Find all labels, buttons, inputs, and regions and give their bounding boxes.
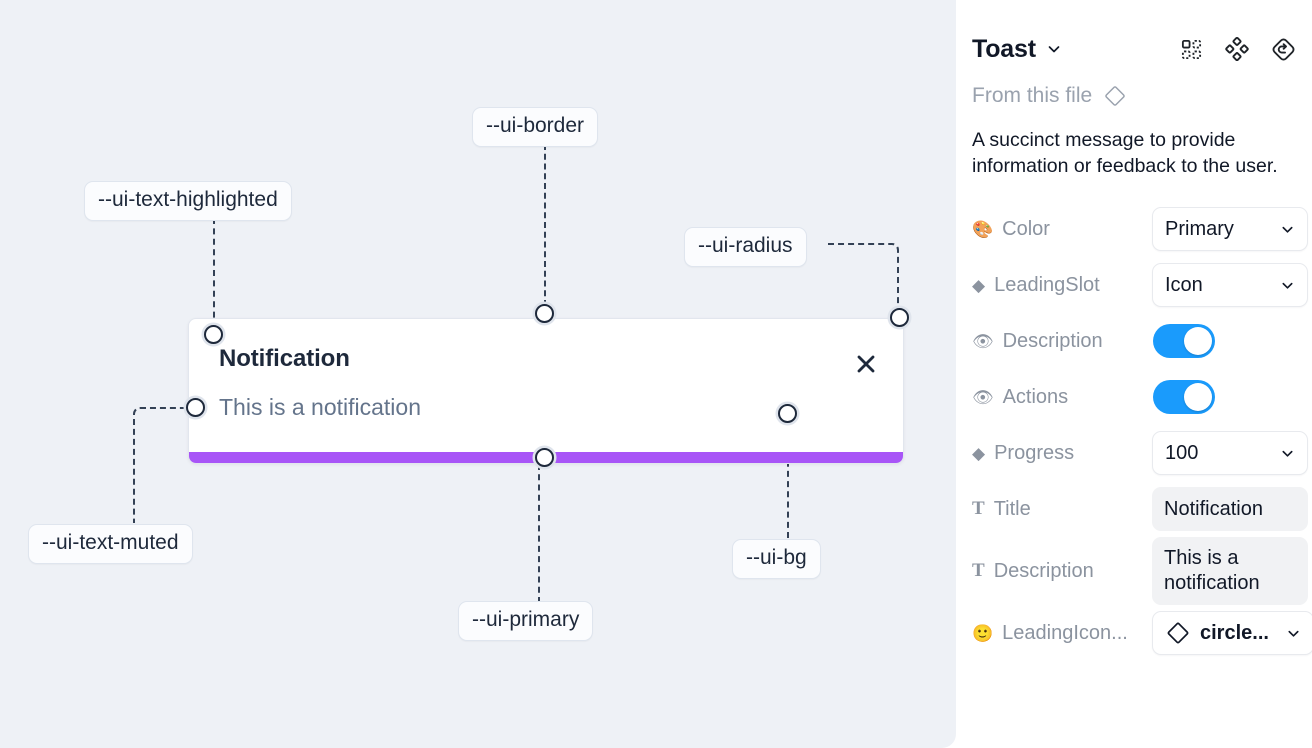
chevron-down-icon — [1280, 446, 1295, 461]
panel-header: Toast — [972, 0, 1296, 63]
property-control-leadingslot: Icon — [1152, 263, 1308, 308]
anchor-dot-radius[interactable] — [890, 308, 909, 327]
page-title: Toast — [972, 34, 1036, 63]
text-type-icon: T — [972, 498, 985, 520]
eye-emoji: 👁 — [972, 331, 994, 351]
text-type-icon: T — [972, 560, 985, 582]
toggle-knob — [1184, 327, 1212, 356]
chevron-down-icon[interactable] — [1046, 41, 1062, 57]
property-control-description-text: This is a notification — [1152, 537, 1308, 606]
property-name: Actions — [1002, 385, 1069, 408]
description-toggle[interactable] — [1153, 324, 1215, 359]
from-this-file-row[interactable]: From this file — [972, 84, 1296, 108]
property-name: Description — [1002, 329, 1103, 352]
property-label-description-text: T Description — [972, 560, 1152, 583]
close-x-icon[interactable] — [851, 349, 881, 379]
token-pill-border[interactable]: --ui-border — [472, 107, 599, 148]
connector-text-muted — [133, 407, 195, 523]
anchor-dot-text-highlighted[interactable] — [204, 325, 223, 344]
property-name: Progress — [994, 441, 1075, 464]
property-row-leadingslot: ◆ LeadingSlot Icon — [972, 257, 1308, 313]
panel-header-icons — [1180, 37, 1296, 62]
leadingicon-select[interactable]: circle... — [1152, 611, 1312, 656]
property-row-description-text: T Description This is a notification — [972, 537, 1308, 606]
connector-radius — [828, 243, 899, 311]
component-grid-icon[interactable] — [1180, 38, 1203, 61]
palette-emoji: 🎨 — [972, 219, 994, 239]
diamond-filled-icon: ◆ — [972, 443, 986, 463]
actions-toggle[interactable] — [1153, 380, 1215, 415]
property-label-color: 🎨 Color — [972, 218, 1152, 241]
property-name: Title — [993, 497, 1031, 520]
token-pill-text-highlighted[interactable]: --ui-text-highlighted — [84, 181, 292, 222]
anchor-dot-text-muted[interactable] — [186, 398, 205, 417]
color-select-value: Primary — [1165, 217, 1234, 240]
eye-emoji: 👁 — [972, 387, 994, 407]
property-control-actions-toggle — [1152, 380, 1296, 415]
properties-panel: Toast — [956, 0, 1312, 748]
color-select[interactable]: Primary — [1152, 207, 1308, 252]
title-input[interactable]: Notification — [1152, 487, 1308, 532]
chevron-down-icon — [1286, 626, 1301, 641]
chevron-down-icon — [1280, 278, 1295, 293]
connector-primary — [538, 464, 540, 603]
property-label-leadingslot: ◆ LeadingSlot — [972, 274, 1152, 297]
component-description: A succinct message to provide informatio… — [972, 129, 1278, 177]
property-name: LeadingSlot — [994, 273, 1100, 296]
toggle-knob — [1184, 383, 1212, 412]
property-row-color: 🎨 Color Primary — [972, 201, 1308, 257]
diamond-icon — [1165, 620, 1191, 646]
property-control-progress: 100 — [1152, 431, 1308, 476]
anchor-dot-border[interactable] — [535, 304, 554, 323]
property-control-description-toggle — [1152, 324, 1296, 359]
property-control-color: Primary — [1152, 207, 1308, 252]
toast-description: This is a notification — [219, 394, 421, 420]
token-pill-radius[interactable]: --ui-radius — [684, 227, 807, 268]
property-label-leadingicon: 🙂 LeadingIcon... — [972, 622, 1152, 645]
property-label-title: T Title — [972, 498, 1152, 521]
property-control-leadingicon: circle... — [1152, 611, 1312, 656]
chevron-down-icon — [1280, 222, 1295, 237]
toast-component[interactable]: Notification This is a notification — [188, 318, 904, 464]
leadingicon-select-value: circle... — [1200, 621, 1269, 644]
description-input[interactable]: This is a notification — [1152, 537, 1308, 606]
property-label-actions-toggle: 👁 Actions — [972, 386, 1152, 409]
property-label-description-toggle: 👁 Description — [972, 330, 1152, 353]
progress-select[interactable]: 100 — [1152, 431, 1308, 476]
property-name: Color — [1002, 217, 1050, 240]
property-row-description-toggle: 👁 Description — [972, 313, 1296, 369]
diamond-filled-icon: ◆ — [972, 275, 986, 295]
property-list: 🎨 Color Primary — [972, 201, 1312, 661]
anchor-dot-primary[interactable] — [535, 448, 554, 467]
smiley-emoji: 🙂 — [972, 623, 994, 643]
component-instance-icon[interactable] — [1225, 37, 1249, 61]
property-row-title: T Title Notification — [972, 481, 1308, 537]
toast-title: Notification — [219, 345, 350, 372]
property-row-progress: ◆ Progress 100 — [972, 425, 1308, 481]
design-canvas[interactable]: Notification This is a notification --ui… — [0, 0, 956, 748]
property-row-leadingicon: 🙂 LeadingIcon... circle... — [972, 605, 1312, 661]
property-name: Description — [993, 559, 1094, 582]
property-row-actions-toggle: 👁 Actions — [972, 369, 1296, 425]
connector-text-highlighted — [213, 218, 215, 328]
leadingslot-select-value: Icon — [1165, 273, 1203, 296]
diamond-icon — [1103, 84, 1127, 108]
from-this-file-label: From this file — [972, 84, 1093, 107]
anchor-dot-bg[interactable] — [778, 404, 797, 423]
token-pill-text-muted[interactable]: --ui-text-muted — [28, 524, 193, 565]
progress-select-value: 100 — [1165, 441, 1199, 464]
token-pill-primary[interactable]: --ui-primary — [458, 601, 594, 642]
property-label-progress: ◆ Progress — [972, 442, 1152, 465]
leadingslot-select[interactable]: Icon — [1152, 263, 1308, 308]
reset-instance-icon[interactable] — [1271, 37, 1296, 62]
property-name: LeadingIcon... — [1002, 621, 1128, 644]
token-pill-bg[interactable]: --ui-bg — [732, 539, 821, 580]
connector-border — [544, 144, 546, 306]
property-control-title: Notification — [1152, 487, 1308, 532]
